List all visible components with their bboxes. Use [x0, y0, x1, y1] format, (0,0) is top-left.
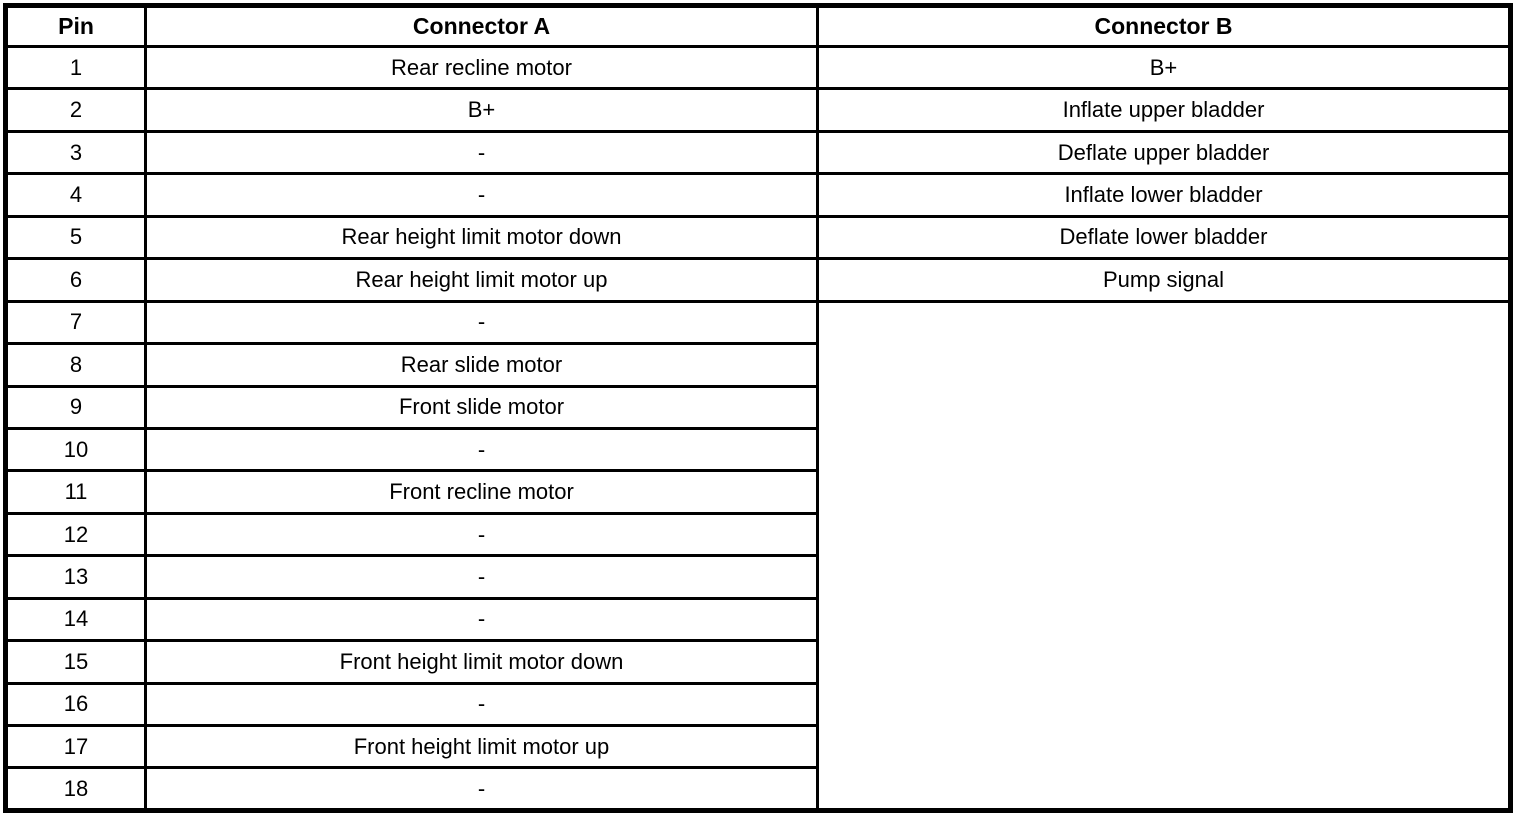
pin-cell: 12	[4, 511, 147, 558]
connector-a-column-header: Connector A	[144, 4, 819, 48]
pin-cell: 13	[4, 554, 147, 600]
pin-cell: 4	[4, 172, 147, 218]
connector-b-cell: Inflate lower bladder	[816, 172, 1512, 218]
table-row: 18 -	[4, 766, 1511, 812]
connector-a-cell: B+	[144, 87, 819, 133]
connector-a-cell: Front recline motor	[144, 469, 819, 515]
table-row: 12 -	[4, 511, 1511, 558]
connector-b-cell: Deflate upper bladder	[816, 129, 1512, 176]
table-row: 5 Rear height limit motor down Deflate l…	[4, 214, 1512, 261]
connector-b-cell: Deflate lower bladder	[816, 214, 1512, 261]
table-row: 17 Front height limit motor up	[4, 723, 1511, 770]
connector-b-cell: B+	[816, 44, 1512, 91]
table-row: 9 Front slide motor	[4, 384, 1511, 430]
connector-a-cell: -	[144, 426, 819, 473]
table-row: 16 -	[4, 681, 1511, 728]
table-row: 3 - Deflate upper bladder	[4, 129, 1512, 176]
pin-cell: 1	[4, 44, 147, 91]
connector-a-cell: -	[144, 299, 819, 346]
connector-b-merged-empty-cell	[816, 299, 1512, 813]
pin-cell: 11	[4, 469, 147, 515]
pin-cell: 17	[4, 723, 147, 770]
connector-a-cell: Front slide motor	[144, 384, 819, 430]
table-row: 1 Rear recline motor B+	[4, 44, 1512, 91]
pin-cell: 9	[4, 384, 147, 430]
pin-cell: 15	[4, 639, 147, 685]
table-row: 10 -	[4, 426, 1511, 473]
pin-cell: 16	[4, 681, 147, 728]
connector-a-cell: -	[144, 172, 819, 218]
table-row: 7 -	[4, 299, 1512, 813]
table-row: 15 Front height limit motor down	[4, 639, 1511, 685]
connector-b-cell: Pump signal	[816, 257, 1512, 303]
table-row: 11 Front recline motor	[4, 469, 1511, 515]
connector-b-column-header: Connector B	[816, 4, 1512, 48]
connector-a-cell: -	[144, 511, 819, 558]
connector-a-cell: Rear height limit motor down	[144, 214, 819, 261]
table-row: 13 -	[4, 554, 1511, 600]
table-header-row: Pin Connector A Connector B	[4, 4, 1512, 48]
pin-cell: 14	[4, 596, 147, 643]
connector-a-cell: -	[144, 129, 819, 176]
connector-a-cell: -	[144, 554, 819, 600]
table-row: 8 Rear slide motor	[4, 342, 1511, 388]
pin-cell: 3	[4, 129, 147, 176]
pin-cell: 10	[4, 426, 147, 473]
connector-a-cell: -	[144, 681, 819, 728]
pin-cell: 18	[4, 766, 147, 812]
connector-a-cell: Rear height limit motor up	[144, 257, 819, 303]
table-row: 4 - Inflate lower bladder	[4, 172, 1512, 218]
connector-a-cell: Rear recline motor	[144, 44, 819, 91]
connector-a-cell: Front height limit motor up	[144, 723, 819, 770]
connector-b-cell: Inflate upper bladder	[816, 87, 1512, 133]
pin-cell: 7	[4, 299, 147, 346]
pin-cell: 6	[4, 257, 147, 303]
connector-a-cell: Front height limit motor down	[144, 639, 819, 685]
pin-cell: 8	[4, 342, 147, 388]
pin-cell: 2	[4, 87, 147, 133]
pin-column-header: Pin	[4, 4, 147, 48]
connector-pin-table: Pin Connector A Connector B 1 Rear recli…	[3, 3, 1513, 813]
connector-a-cell: -	[144, 766, 819, 812]
table-row: 14 -	[4, 596, 1511, 643]
table-row: 6 Rear height limit motor up Pump signal	[4, 257, 1512, 303]
pin-cell: 5	[4, 214, 147, 261]
connector-a-cell: -	[144, 596, 819, 643]
table-row: 2 B+ Inflate upper bladder	[4, 87, 1512, 133]
connector-a-cell: Rear slide motor	[144, 342, 819, 388]
